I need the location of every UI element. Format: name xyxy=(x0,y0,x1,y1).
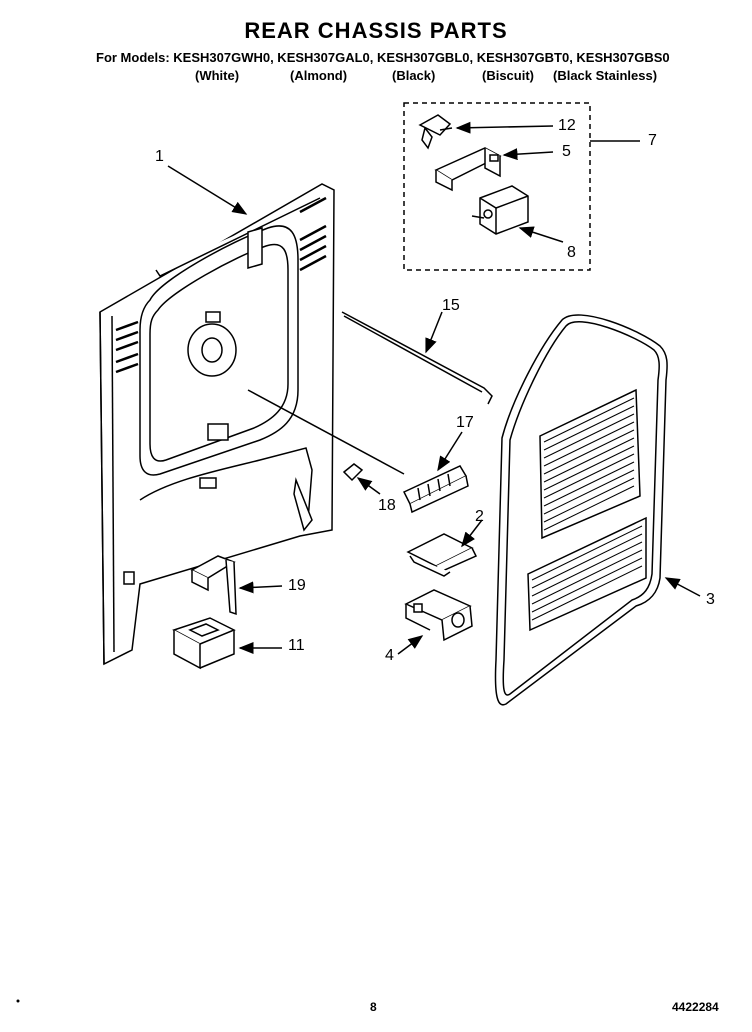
part-12-bracket xyxy=(418,114,453,150)
part-8-block xyxy=(471,185,529,235)
color-biscuit: (Biscuit) xyxy=(482,68,534,83)
part-1-rear-panel xyxy=(99,183,335,666)
callout-8: 8 xyxy=(567,244,576,261)
callout-18: 18 xyxy=(378,497,396,514)
part-18-clip xyxy=(342,463,364,482)
part-4-housing xyxy=(404,589,473,642)
color-black-stainless: (Black Stainless) xyxy=(553,68,658,83)
part-15-rod xyxy=(341,311,493,405)
models-line: For Models: KESH307GWH0, KESH307GAL0, KE… xyxy=(96,50,670,65)
doc-number: 4422284 xyxy=(672,1000,719,1014)
part-11-box xyxy=(172,617,236,670)
part-2-shield xyxy=(406,533,478,577)
page-number: 8 xyxy=(370,1000,377,1014)
part-3-rear-cover xyxy=(494,314,668,706)
page-title: REAR CHASSIS PARTS xyxy=(244,18,508,43)
callout-1: 1 xyxy=(155,148,164,165)
callout-17: 17 xyxy=(456,414,474,431)
color-almond: (Almond) xyxy=(290,68,348,83)
callout-11: 11 xyxy=(288,637,305,654)
callout-19: 19 xyxy=(288,577,306,594)
part-19-bracket xyxy=(190,555,237,616)
part-17-terminal xyxy=(402,465,469,514)
callout-2: 2 xyxy=(475,508,484,525)
page-dot xyxy=(16,999,20,1003)
part-3-grille-lines xyxy=(531,397,643,621)
color-white: (White) xyxy=(195,68,240,83)
callout-7: 7 xyxy=(648,132,657,149)
callout-4: 4 xyxy=(385,647,394,664)
part-5-bracket xyxy=(434,147,502,192)
part-1-vents xyxy=(115,196,327,374)
callout-12: 12 xyxy=(558,117,576,134)
callout-15: 15 xyxy=(442,297,460,314)
callout-3: 3 xyxy=(706,591,715,608)
group-7-box xyxy=(403,102,591,271)
color-black: (Black) xyxy=(392,68,436,83)
callout-5: 5 xyxy=(562,143,571,160)
